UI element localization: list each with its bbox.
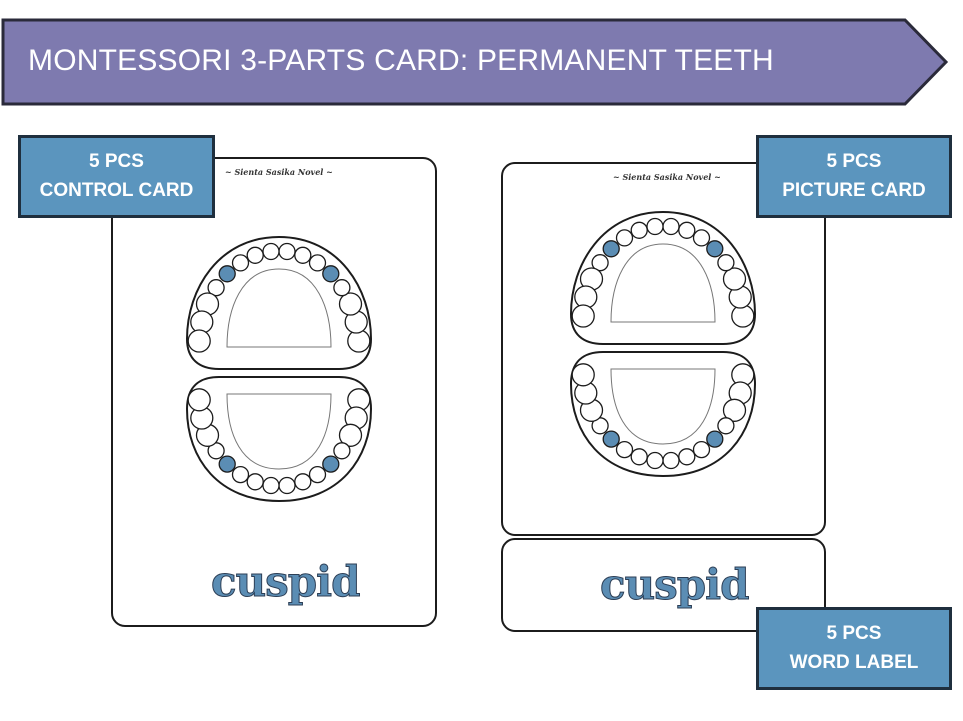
tooth [308, 254, 327, 272]
tooth [662, 451, 680, 470]
tag-count: 5 PCS [826, 623, 882, 644]
page-title: MONTESSORI 3-PARTS CARD: PERMANENT TEETH [28, 44, 774, 77]
tooth [591, 254, 609, 272]
cuspid-tooth [706, 430, 724, 448]
control-card: ~ Sienta Sasika Novel ~ cuspid [111, 157, 437, 627]
tooth [692, 229, 711, 247]
teeth-diagram [185, 235, 373, 503]
tooth [678, 448, 696, 466]
control-card-tag: 5 PCS CONTROL CARD [18, 135, 215, 218]
card-word: cuspid [210, 557, 360, 607]
cuspid-tooth [322, 265, 340, 283]
tooth [722, 398, 747, 422]
tooth [338, 292, 363, 316]
upper-jaw [569, 210, 757, 345]
tooth [717, 254, 735, 272]
tooth [294, 473, 312, 491]
tooth [294, 246, 312, 264]
tooth [646, 451, 664, 470]
tooth [692, 440, 711, 459]
teeth-diagram [569, 210, 757, 478]
word-label-tag: 5 PCS WORD LABEL [756, 607, 952, 690]
tag-count: 5 PCS [89, 151, 144, 172]
cuspid-tooth [602, 430, 620, 448]
tooth [571, 363, 595, 387]
tooth [278, 242, 296, 261]
word-label-card: cuspid [501, 538, 826, 632]
cuspid-tooth [218, 265, 236, 283]
cuspid-tooth [706, 240, 724, 258]
banner-arrow-shape [1, 18, 949, 106]
tooth [717, 417, 735, 435]
tooth [615, 229, 634, 247]
tag-label: CONTROL CARD [39, 180, 194, 201]
tooth [630, 448, 648, 466]
tooth [722, 267, 747, 291]
picture-card: ~ Sienta Sasika Novel ~ [501, 162, 826, 536]
title-banner: MONTESSORI 3-PARTS CARD: PERMANENT TEETH [0, 18, 950, 106]
label-word: cuspid [599, 560, 749, 610]
upper-jaw [185, 235, 373, 370]
tooth [333, 279, 351, 297]
tooth [678, 221, 696, 239]
tag-label: WORD LABEL [789, 652, 919, 673]
tooth [187, 329, 211, 353]
tooth [571, 304, 595, 328]
tooth [646, 217, 664, 236]
cuspid-tooth [602, 240, 620, 258]
credit-text: ~ Sienta Sasika Novel ~ [613, 172, 721, 182]
tooth [246, 246, 264, 264]
tooth [246, 473, 264, 491]
tooth [278, 476, 296, 495]
tooth [207, 279, 225, 297]
picture-card-tag: 5 PCS PICTURE CARD [756, 135, 952, 218]
tooth [262, 242, 280, 261]
cuspid-tooth [218, 455, 236, 473]
tooth [262, 476, 280, 495]
credit-text: ~ Sienta Sasika Novel ~ [225, 167, 333, 177]
tooth [615, 440, 634, 459]
tooth [338, 423, 363, 447]
tooth [333, 442, 351, 460]
lower-jaw [569, 351, 757, 478]
tooth [308, 465, 327, 484]
tooth [231, 465, 250, 484]
tooth [630, 221, 648, 239]
tooth [231, 254, 250, 272]
cuspid-tooth [322, 455, 340, 473]
tag-count: 5 PCS [826, 151, 882, 172]
tooth [187, 388, 211, 412]
tooth [662, 217, 680, 236]
tag-label: PICTURE CARD [782, 180, 926, 201]
lower-jaw [185, 376, 373, 503]
